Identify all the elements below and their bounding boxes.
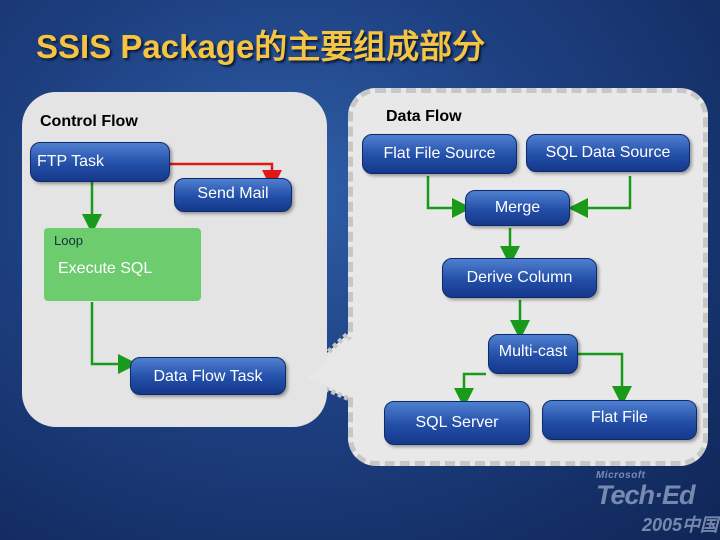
loop-container[interactable]: Loop Execute SQL xyxy=(44,228,201,301)
logo-name: Tech·Ed xyxy=(596,480,696,510)
derive-column-component[interactable]: Derive Column xyxy=(442,258,597,298)
logo-brand: Microsoft xyxy=(596,470,646,481)
merge-component[interactable]: Merge xyxy=(465,190,570,226)
success-arrow-loop-to-dataflowtask xyxy=(90,302,138,374)
control-flow-heading: Control Flow xyxy=(40,113,138,130)
send-mail-task-label: Send Mail xyxy=(197,185,269,202)
send-mail-task[interactable]: Send Mail xyxy=(174,178,292,212)
multicast-component[interactable]: Multi-cast xyxy=(488,334,578,374)
derive-column-label: Derive Column xyxy=(466,269,573,286)
ftp-task-label: FTP Task xyxy=(37,153,104,170)
loop-label: Loop xyxy=(54,233,83,248)
merge-label: Merge xyxy=(494,199,541,216)
flat-file-destination[interactable]: Flat File xyxy=(542,400,697,440)
flat-file-label: Flat File xyxy=(591,409,648,426)
failure-arrow-ftp-to-sendmail xyxy=(168,162,282,190)
sql-server-destination[interactable]: SQL Server xyxy=(384,401,530,445)
arrow-flatfile-to-merge xyxy=(426,176,472,218)
data-flow-heading: Data Flow xyxy=(386,108,462,125)
sql-data-source-label: SQL Data Source xyxy=(545,144,671,161)
flat-file-source[interactable]: Flat File Source xyxy=(362,134,517,174)
teched-logo: Microsoft Tech·Ed 2005中国 xyxy=(596,470,718,535)
arrow-multicast-to-flatfile xyxy=(578,352,632,406)
slide-title: SSIS Package的主要组成部分 xyxy=(36,28,486,65)
sql-data-source[interactable]: SQL Data Source xyxy=(526,134,690,172)
logo-edition: 2005中国 xyxy=(642,515,719,535)
multicast-label: Multi-cast xyxy=(498,343,568,360)
ftp-task[interactable]: FTP Task xyxy=(30,142,170,182)
arrow-multicast-to-sqlserver xyxy=(454,372,486,408)
data-flow-task-label: Data Flow Task xyxy=(153,368,263,385)
flat-file-source-label: Flat File Source xyxy=(383,145,496,162)
arrow-sqldata-to-merge xyxy=(568,176,632,218)
execute-sql-task[interactable]: Execute SQL xyxy=(58,260,153,277)
sql-server-label: SQL Server xyxy=(415,414,499,431)
data-flow-task[interactable]: Data Flow Task xyxy=(130,357,286,395)
